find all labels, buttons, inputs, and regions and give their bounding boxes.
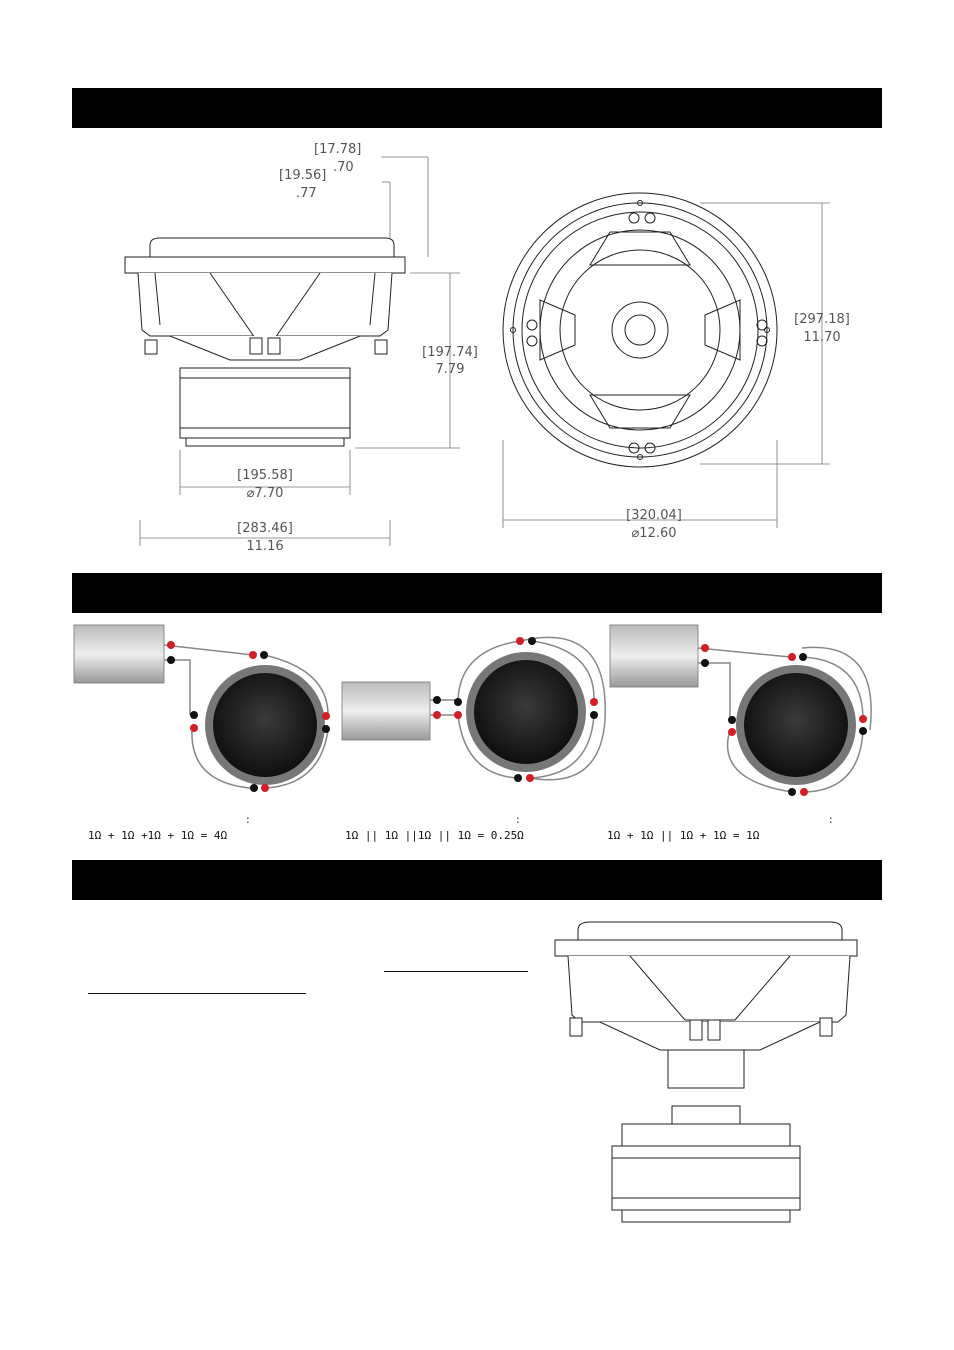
amplifier-icon: [73, 624, 165, 684]
front-view-drawing: [502, 192, 778, 468]
dim-mount-depth-mm: [197.74]: [422, 345, 478, 360]
series-parallel-equation: 1Ω + 1Ω || 1Ω + 1Ω = 1Ω: [607, 829, 760, 842]
dim-mount-hole-in: 11.70: [803, 330, 841, 345]
series-parallel-colon: :: [829, 813, 833, 826]
section-header-wiring: [72, 573, 882, 613]
wiring-diagram-series: [73, 624, 330, 792]
exploded-assembly-drawing: [554, 921, 858, 1223]
dim-outer-diameter-in: ⌀12.60: [631, 526, 677, 541]
dim-magnet-diameter-in: ⌀7.70: [246, 486, 284, 501]
dim-top-flange-in: .70: [333, 160, 354, 175]
dim-top-flange-mm: [17.78]: [314, 142, 362, 157]
wiring-diagram-parallel: [341, 636, 606, 782]
underline-left: [88, 993, 306, 994]
dim-magnet-diameter-mm: [195.58]: [237, 468, 293, 483]
parallel-equation: 1Ω || 1Ω ||1Ω || 1Ω = 0.25Ω: [345, 829, 524, 842]
series-equation: 1Ω + 1Ω +1Ω + 1Ω = 4Ω: [88, 829, 228, 842]
negative-terminal: [167, 656, 175, 664]
dim-flange-thickness-mm: [19.56]: [279, 168, 327, 183]
dim-mount-depth-in: 7.79: [435, 362, 465, 377]
dim-mount-hole-mm: [297.18]: [794, 312, 850, 327]
parallel-colon: :: [516, 813, 520, 826]
wiring-diagram-series-parallel: [609, 624, 872, 796]
side-view-dimension-lines: [139, 156, 460, 546]
side-view-drawing: [124, 237, 406, 447]
dim-outer-diameter-mm: [320.04]: [626, 508, 682, 523]
dim-cutout-in: 11.16: [246, 539, 284, 554]
amplifier-icon: [609, 624, 699, 688]
underline-right: [384, 971, 528, 972]
section-header-assembly: [72, 860, 882, 900]
dim-cutout-mm: [283.46]: [237, 521, 293, 536]
positive-terminal: [167, 641, 175, 649]
amplifier-icon: [341, 681, 431, 741]
front-view-dimension-lines: [502, 202, 830, 528]
series-colon: :: [246, 813, 250, 826]
dim-flange-thickness-in: .77: [296, 186, 317, 201]
section-header-dimensions: [72, 88, 882, 128]
